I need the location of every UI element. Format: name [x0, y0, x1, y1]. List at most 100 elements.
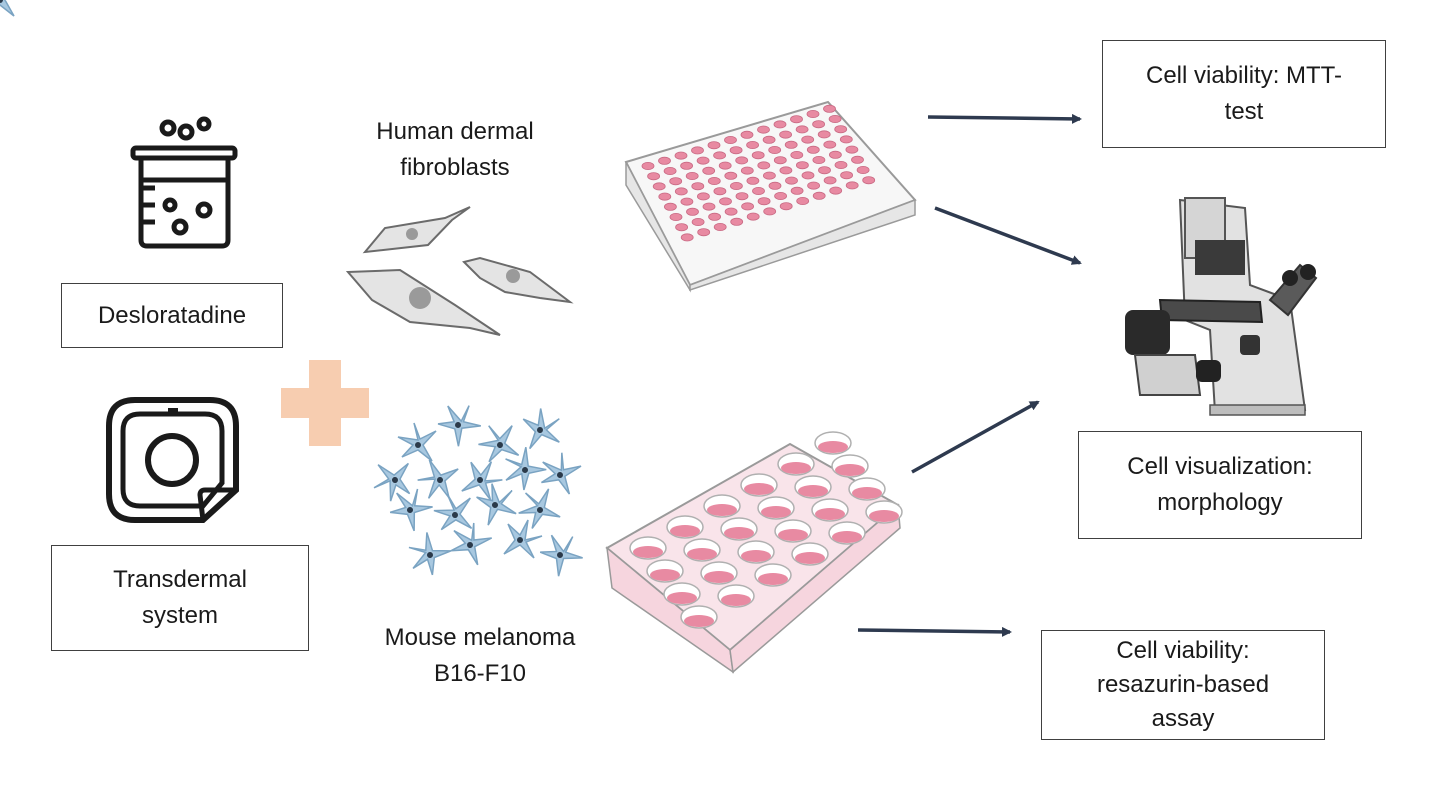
well [674, 187, 688, 196]
well [664, 202, 677, 211]
well-medium [798, 485, 828, 497]
melanoma-cells [0, 0, 590, 582]
well [779, 166, 793, 175]
well [757, 125, 770, 134]
well-medium [761, 506, 791, 518]
well [658, 156, 671, 165]
well [702, 166, 716, 175]
arrow-to-resazurin [857, 626, 1012, 637]
well [828, 115, 842, 124]
morphology-box: Cell visualization: morphology [1078, 431, 1362, 539]
well-medium [704, 571, 734, 583]
well [724, 207, 738, 216]
beaker-icon [130, 116, 238, 249]
well [669, 177, 683, 186]
well [669, 212, 683, 221]
well [801, 135, 815, 144]
fibroblast-cells [345, 206, 574, 336]
well-medium [744, 483, 774, 495]
mtt-label: Cell viability: MTT- test [1145, 62, 1343, 125]
well [757, 197, 771, 206]
well [768, 181, 782, 190]
well [796, 196, 810, 205]
well-medium [687, 548, 717, 560]
well [790, 186, 804, 195]
well [817, 130, 831, 139]
well [746, 140, 759, 149]
well [674, 151, 688, 160]
fibroblasts-label: Human dermal fibroblasts [376, 118, 534, 181]
well [652, 182, 666, 191]
well [862, 176, 876, 185]
well [730, 217, 744, 226]
arrows [857, 113, 1082, 637]
well [675, 223, 688, 232]
well [647, 172, 660, 181]
well [851, 155, 864, 164]
well [691, 182, 705, 191]
96-well-plate [624, 100, 917, 293]
arrow-to-mtt [927, 113, 1082, 124]
well [680, 233, 694, 242]
transdermal-system-label: Transdermal system [113, 566, 247, 629]
well [823, 104, 836, 113]
well [685, 171, 699, 180]
well [763, 171, 776, 180]
well [691, 217, 705, 226]
desloratadine-label: Desloratadine [97, 301, 247, 329]
arrow-to-microscope-top [934, 206, 1082, 265]
well [795, 125, 809, 134]
well [746, 176, 760, 185]
well-medium [832, 531, 862, 543]
well [641, 161, 655, 170]
well [801, 171, 815, 180]
well-medium [795, 552, 825, 564]
well [763, 207, 777, 216]
well [718, 161, 732, 170]
well [691, 146, 704, 155]
well [790, 150, 804, 159]
well [729, 146, 743, 155]
well [784, 140, 798, 149]
well [818, 166, 831, 175]
well [741, 202, 754, 211]
well [735, 192, 749, 201]
melanoma-label: Mouse melanoma B16-F10 [384, 624, 576, 687]
arrow-to-microscope-bottom [911, 400, 1040, 474]
well [740, 130, 754, 139]
well [773, 156, 787, 165]
well [773, 120, 787, 129]
plus-icon [281, 360, 369, 446]
well [807, 181, 820, 190]
resazurin-label: Cell viability: resazurin-based assay [1096, 637, 1270, 732]
well [707, 176, 721, 185]
well [839, 135, 853, 144]
well [812, 120, 825, 129]
well [779, 202, 793, 211]
well [834, 160, 848, 169]
well-medium [650, 569, 680, 581]
well-medium [707, 504, 737, 516]
well [774, 191, 787, 200]
well-medium [684, 615, 714, 627]
well-medium [724, 527, 754, 539]
well [812, 191, 826, 200]
well [702, 202, 716, 211]
24-well-plate [605, 431, 903, 674]
well [785, 176, 798, 185]
well-medium [670, 525, 700, 537]
well-medium [781, 462, 811, 474]
well [730, 181, 743, 190]
well [724, 135, 737, 144]
well [840, 171, 853, 180]
microscope-icon [1125, 197, 1318, 416]
well-medium [721, 594, 751, 606]
well-medium [633, 546, 663, 558]
well-medium [818, 441, 848, 453]
well-medium [741, 550, 771, 562]
well [696, 156, 710, 165]
well [740, 166, 754, 175]
well [708, 212, 721, 221]
well [735, 156, 749, 165]
